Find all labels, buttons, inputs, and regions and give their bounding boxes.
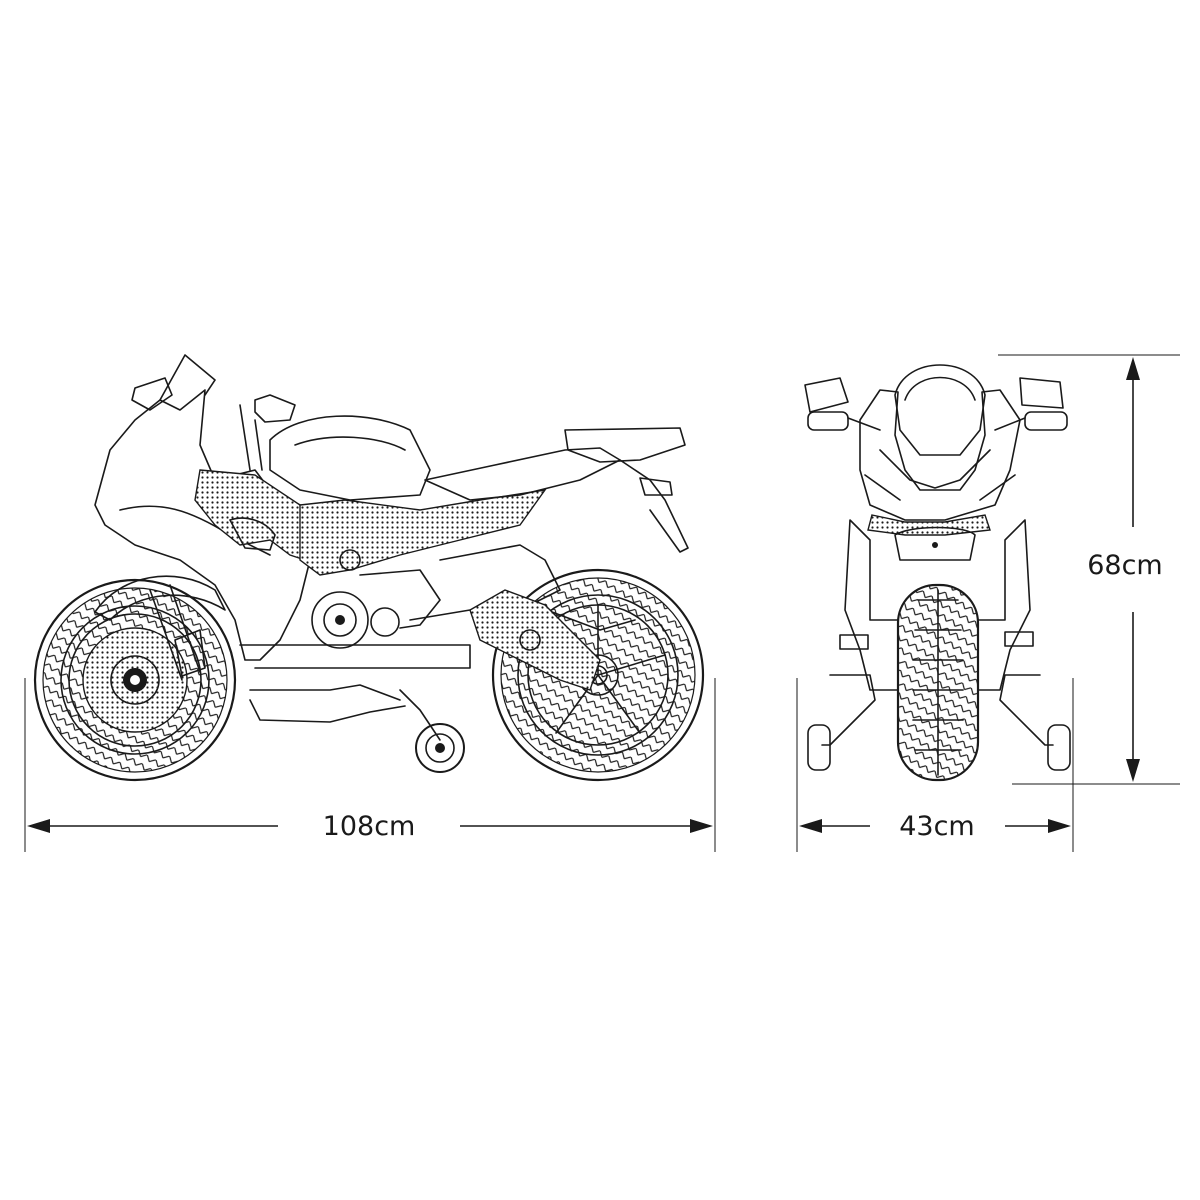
width-label: 43cm	[899, 811, 975, 842]
arrow-right-icon	[1048, 819, 1071, 833]
width-dimension: 43cm	[796, 678, 1074, 852]
length-dimension: 108cm	[24, 678, 716, 852]
arrow-left-icon	[799, 819, 822, 833]
training-wheel	[399, 689, 465, 773]
arrow-right-icon	[690, 819, 713, 833]
length-label: 108cm	[323, 811, 416, 842]
height-label: 68cm	[1087, 550, 1163, 581]
motorcycle-side-view	[33, 354, 705, 782]
front-view-tire	[896, 583, 980, 782]
height-dimension: 68cm	[998, 354, 1180, 785]
front-wheel	[33, 578, 237, 782]
arrow-left-icon	[27, 819, 50, 833]
arrow-down-icon	[1126, 759, 1140, 782]
arrow-up-icon	[1126, 357, 1140, 380]
motorcycle-front-view	[804, 364, 1071, 782]
